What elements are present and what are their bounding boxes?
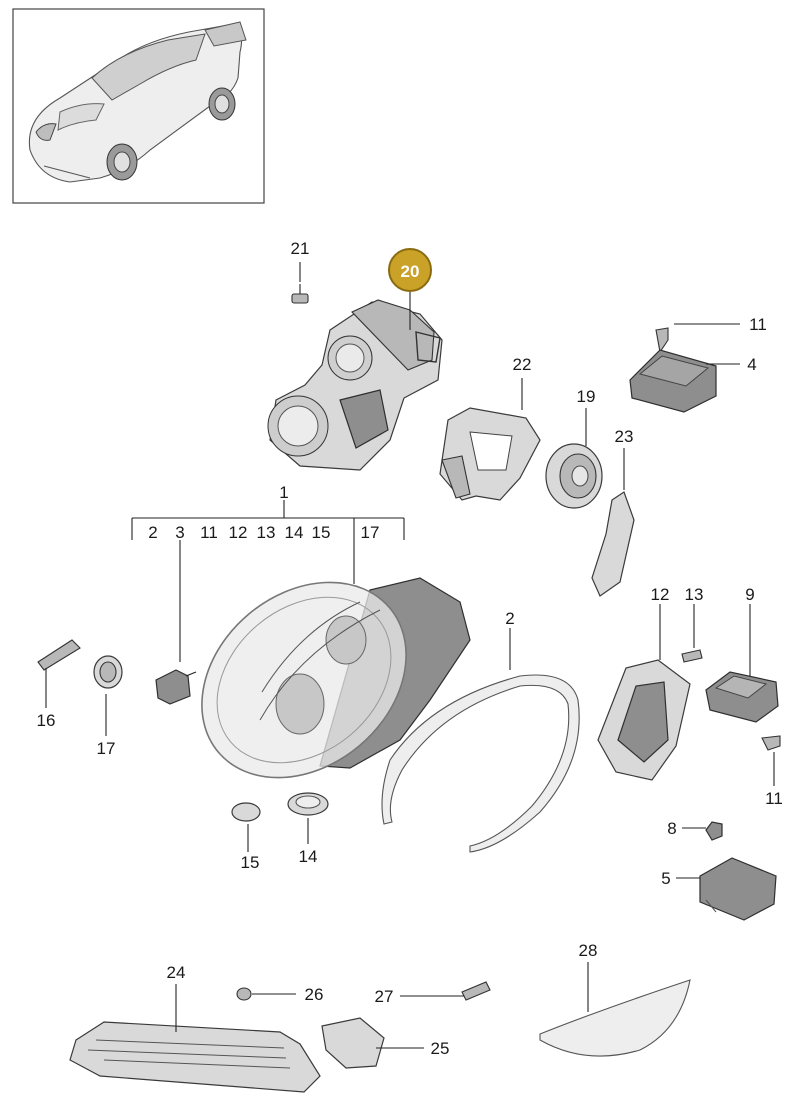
part-11-screw-top bbox=[655, 327, 669, 354]
label-13: 13 bbox=[685, 585, 704, 604]
label-2-group: 2 bbox=[148, 523, 157, 542]
label-23: 23 bbox=[615, 427, 634, 446]
part-20-light-module bbox=[267, 299, 443, 471]
label-4: 4 bbox=[747, 355, 756, 374]
part-12-housing bbox=[597, 659, 691, 781]
part-23-bracket bbox=[591, 491, 635, 597]
label-11-group: 11 bbox=[200, 523, 218, 542]
part-9-module bbox=[705, 671, 779, 723]
label-5: 5 bbox=[661, 869, 670, 888]
vehicle-thumbnail bbox=[12, 8, 265, 204]
label-27: 27 bbox=[375, 987, 394, 1006]
label-24: 24 bbox=[167, 963, 186, 982]
label-17-group: 17 bbox=[361, 523, 380, 542]
part-21-screw bbox=[291, 284, 309, 304]
label-25: 25 bbox=[431, 1039, 450, 1058]
label-8: 8 bbox=[667, 819, 676, 838]
label-14: 14 bbox=[299, 847, 318, 866]
part-15-cap bbox=[231, 802, 261, 822]
label-13-group: 13 bbox=[257, 523, 276, 542]
label-2: 2 bbox=[505, 609, 514, 628]
part-2-seal bbox=[381, 674, 580, 853]
part-13-screw bbox=[681, 649, 703, 663]
part-3-actuator bbox=[155, 669, 197, 705]
highlight-badge[interactable]: 20 bbox=[388, 248, 432, 292]
label-12-group: 12 bbox=[229, 523, 248, 542]
part-24-drl-strip bbox=[69, 1021, 321, 1093]
car-thumbnail-icon bbox=[28, 21, 247, 183]
label-22: 22 bbox=[513, 355, 532, 374]
part-28-side-marker bbox=[539, 979, 691, 1057]
label-20: 20 bbox=[401, 262, 420, 281]
headlight-assembly-icon bbox=[201, 577, 471, 779]
label-16: 16 bbox=[37, 711, 56, 730]
label-21: 21 bbox=[291, 239, 310, 258]
label-11-top: 11 bbox=[749, 315, 767, 334]
part-27-screw bbox=[461, 981, 491, 1001]
part-14-cap bbox=[287, 792, 329, 816]
part-26-nut bbox=[236, 987, 252, 1001]
part-16-clip bbox=[37, 639, 81, 671]
label-11-right: 11 bbox=[765, 789, 783, 808]
label-1: 1 bbox=[279, 483, 288, 502]
label-14-group: 14 bbox=[285, 523, 304, 542]
label-15-group: 15 bbox=[312, 523, 331, 542]
label-15: 15 bbox=[241, 853, 260, 872]
label-3: 3 bbox=[175, 523, 184, 542]
label-12: 12 bbox=[651, 585, 670, 604]
part-5-control-module bbox=[699, 857, 777, 921]
part-17-socket bbox=[93, 655, 123, 689]
part-4-control-unit bbox=[629, 349, 717, 413]
label-19: 19 bbox=[577, 387, 596, 406]
part-8-nut bbox=[705, 821, 723, 841]
part-25-connector bbox=[321, 1017, 385, 1069]
label-9: 9 bbox=[745, 585, 754, 604]
part-22-bracket bbox=[439, 407, 541, 501]
part-labels: 21 11 4 22 19 23 1 2 3 11 12 13 14 15 17… bbox=[37, 239, 783, 1058]
label-17: 17 bbox=[97, 739, 116, 758]
leader-lines bbox=[45, 262, 775, 1049]
part-19-motor bbox=[545, 443, 603, 509]
part-11-screw-right bbox=[761, 735, 781, 751]
label-28: 28 bbox=[579, 941, 598, 960]
label-26: 26 bbox=[305, 985, 324, 1004]
